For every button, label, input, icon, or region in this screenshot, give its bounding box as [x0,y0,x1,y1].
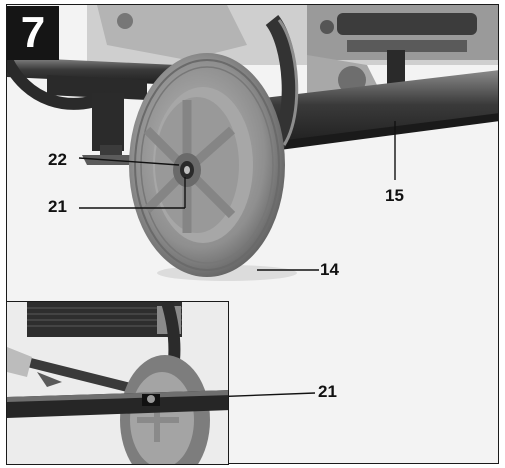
inset-photo [7,302,228,464]
callout-14: 14 [320,260,339,279]
figure-number-badge: 7 [7,6,59,60]
callout-15: 15 [385,186,404,205]
callout-22: 22 [48,150,67,169]
inset-photo-frame [6,301,229,465]
callout-21: 21 [48,197,67,216]
callout-21-inset: 21 [318,382,337,401]
